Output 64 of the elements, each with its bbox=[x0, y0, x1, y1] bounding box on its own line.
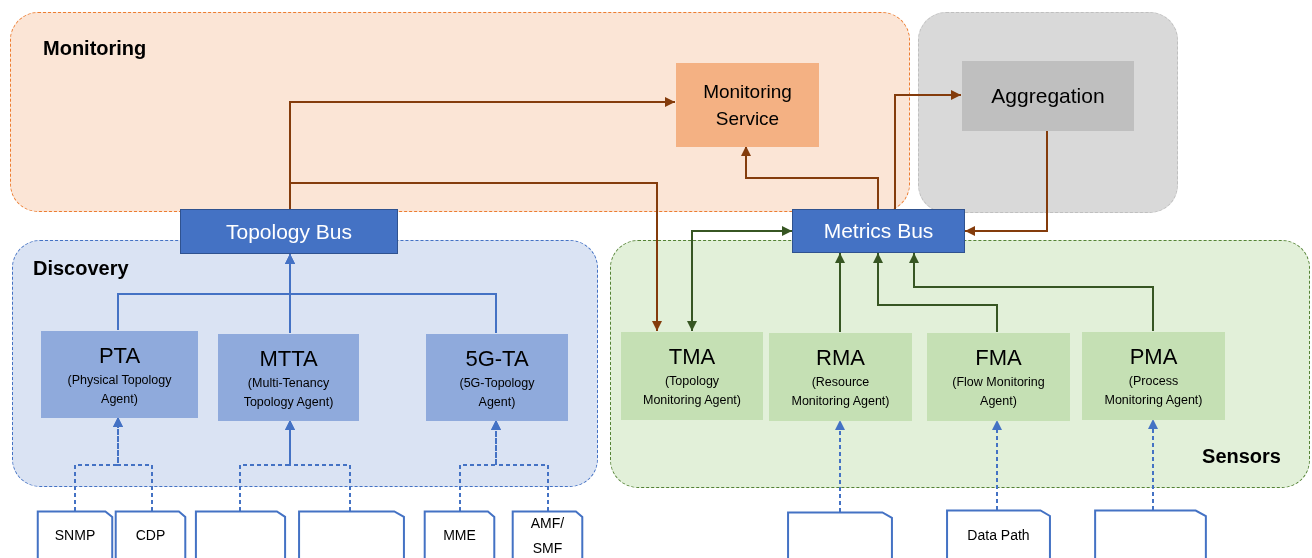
box-subtitle: (Physical Topology Agent) bbox=[66, 371, 173, 408]
arrow bbox=[113, 416, 153, 512]
document-label: AMF/ SMF bbox=[529, 513, 566, 558]
arrow bbox=[873, 252, 998, 333]
box-title: MTTA bbox=[259, 344, 318, 373]
agent-box bbox=[1082, 332, 1225, 420]
bus-box bbox=[792, 209, 965, 253]
box-subtitle: (5G-Topology Agent) bbox=[458, 374, 536, 411]
agent-box bbox=[927, 333, 1070, 421]
document-shape bbox=[424, 511, 495, 558]
box-title: 5G-TA bbox=[465, 344, 529, 373]
box-title: PMA bbox=[1129, 343, 1178, 371]
box-title: PTA bbox=[98, 341, 141, 370]
document-label: SNMP bbox=[53, 526, 97, 545]
agent-box bbox=[769, 333, 912, 421]
box-title: RMA bbox=[816, 344, 865, 372]
document-shape bbox=[946, 510, 1051, 558]
group-heading: Sensors bbox=[1202, 444, 1281, 469]
group-heading: Monitoring bbox=[43, 36, 147, 61]
document-label: MME bbox=[442, 526, 477, 545]
process-box bbox=[676, 63, 819, 147]
document-shape bbox=[512, 511, 583, 558]
document-shape bbox=[1094, 510, 1207, 558]
bus-box bbox=[180, 209, 398, 254]
arrow bbox=[491, 419, 549, 512]
document-shape bbox=[195, 511, 286, 558]
box-subtitle: (Process Monitoring Agent) bbox=[1103, 373, 1204, 409]
document-shape bbox=[115, 511, 186, 558]
arrow bbox=[285, 253, 497, 334]
box-title: FMA bbox=[975, 344, 1022, 372]
arrow bbox=[741, 145, 879, 210]
arrow bbox=[285, 419, 351, 512]
agent-box bbox=[621, 332, 763, 420]
arrow bbox=[835, 419, 845, 513]
arrow bbox=[687, 226, 793, 332]
box-title: Monitoring Service bbox=[702, 80, 793, 131]
box-title: TMA bbox=[668, 343, 716, 371]
box-title: Topology Bus bbox=[225, 218, 353, 245]
box-title: Aggregation bbox=[991, 83, 1105, 110]
sensors-group bbox=[610, 240, 1310, 488]
aggregation-group bbox=[918, 12, 1178, 213]
group-heading: Discovery bbox=[33, 256, 129, 281]
document-label: Data Path bbox=[966, 525, 1031, 545]
box-subtitle: (Resource Monitoring Agent) bbox=[790, 374, 891, 410]
box-subtitle: (Flow Monitoring Agent) bbox=[951, 374, 1046, 410]
arrow bbox=[1148, 418, 1158, 511]
agent-box bbox=[41, 331, 198, 418]
arrow bbox=[909, 252, 1154, 332]
document-shape bbox=[787, 512, 893, 558]
monitoring-group bbox=[10, 12, 910, 212]
arrow bbox=[289, 182, 662, 332]
agent-box bbox=[426, 334, 568, 421]
document-label: CDP bbox=[134, 526, 167, 545]
agent-box bbox=[218, 334, 359, 421]
box-title: Metrics Bus bbox=[823, 218, 934, 245]
process-box bbox=[962, 61, 1134, 131]
arrow bbox=[992, 419, 1002, 511]
arrow bbox=[835, 252, 845, 333]
document-shape bbox=[298, 511, 405, 558]
document-shape bbox=[37, 511, 113, 558]
box-subtitle: (Topology Monitoring Agent) bbox=[642, 373, 742, 409]
arrow bbox=[964, 129, 1048, 236]
arrow bbox=[894, 90, 962, 210]
box-subtitle: (Multi-Tenancy Topology Agent) bbox=[242, 374, 335, 411]
